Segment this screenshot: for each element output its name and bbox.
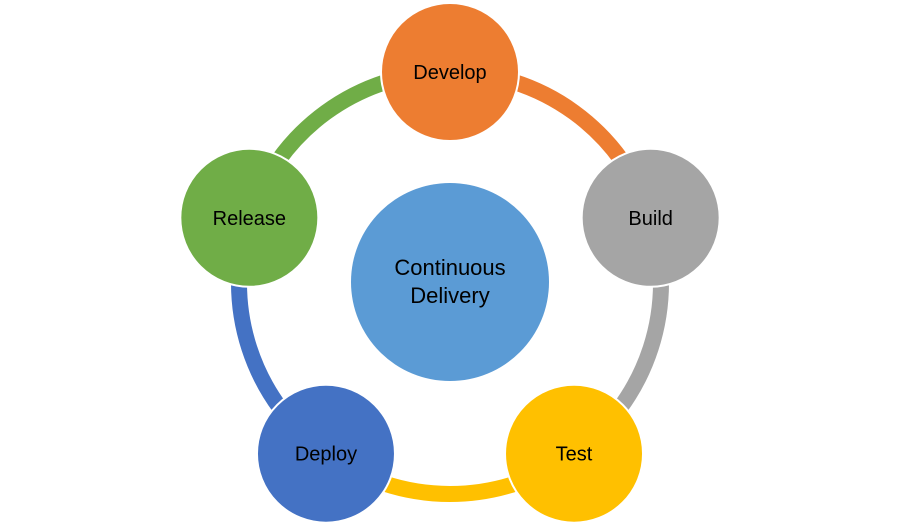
node-label-build: Build: [628, 208, 672, 230]
center-label-line-2: Delivery: [410, 283, 489, 308]
node-build: Build: [580, 147, 721, 288]
center-label-line-1: Continuous: [394, 255, 505, 280]
node-circle-build: [580, 147, 721, 288]
node-circle-release: [179, 147, 320, 288]
node-circle-test: [504, 383, 645, 524]
node-deploy: Deploy: [255, 383, 396, 524]
node-develop: Develop: [380, 2, 520, 142]
center-node: Continuous Delivery: [351, 183, 549, 381]
node-label-develop: Develop: [413, 62, 486, 84]
node-label-deploy: Deploy: [295, 444, 357, 466]
node-circle-develop: [380, 2, 520, 142]
node-release: Release: [179, 147, 320, 288]
node-label-test: Test: [556, 444, 593, 466]
node-test: Test: [504, 383, 645, 524]
node-circle-deploy: [255, 383, 396, 524]
center-circle: [351, 183, 549, 381]
node-label-release: Release: [213, 208, 286, 230]
